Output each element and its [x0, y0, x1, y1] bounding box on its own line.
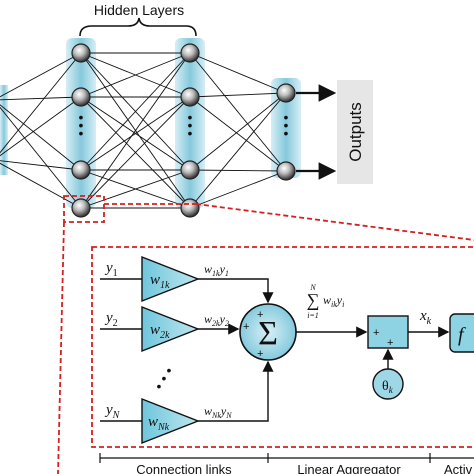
connection-line [0, 104, 82, 171]
output-layer-ellipsis-2: • [284, 117, 289, 133]
hidden-layer-2-ellipsis-2: • [188, 117, 193, 133]
connection-line [189, 92, 287, 171]
summation-lower: i=1 [307, 311, 319, 320]
network-node [180, 87, 200, 107]
activation-label: Activ [444, 462, 473, 474]
weighted-output-N: wNkyN [204, 404, 232, 420]
network-node [71, 87, 91, 107]
connection-line [0, 52, 82, 98]
weighted-output-2: w2ky2 [204, 312, 229, 328]
hidden-layer-2-ellipsis: • [188, 109, 193, 125]
weight-wNk: wNk [148, 414, 170, 433]
aggregator-plus-left: + [373, 327, 379, 339]
network-node [276, 83, 296, 103]
network-node [71, 43, 91, 63]
connection-line [80, 52, 191, 171]
outputs-label-box [337, 80, 373, 184]
input-y1: y1 [104, 260, 118, 279]
weight-w1k: w1k [150, 272, 170, 291]
network-nodes [71, 43, 296, 218]
weights-ellipsis-3: • [157, 378, 162, 394]
network-node [180, 198, 200, 218]
sum-plus-left: + [243, 321, 249, 333]
network-node [71, 160, 91, 180]
hidden-layer-1-ellipsis: • [79, 109, 84, 125]
connection-line [0, 106, 82, 209]
connection-line [189, 52, 287, 94]
bias-node [372, 368, 404, 400]
bias-label: θk [382, 379, 394, 395]
output-layer-ellipsis: • [284, 109, 289, 125]
summation-term: wikyi [323, 293, 344, 309]
input-layer-band [0, 85, 8, 175]
connection-line [0, 96, 82, 101]
connection-line [80, 169, 191, 209]
zoom-line-left [57, 221, 65, 474]
sum-plus-bottom: + [257, 348, 263, 360]
weight-triangle-1 [141, 255, 200, 303]
weights-ellipsis: • [167, 362, 172, 378]
input-y2: y2 [104, 310, 118, 329]
activation-box [449, 313, 474, 353]
aggregator-box [367, 315, 409, 349]
output-layer-band [271, 78, 301, 178]
connection-line [189, 92, 287, 98]
activation-symbol: f [458, 324, 466, 346]
connection-line [0, 96, 82, 157]
weighted-line-1 [198, 278, 274, 304]
output-xk: xk [419, 308, 432, 327]
weight-triangle-2 [141, 305, 200, 353]
hidden-layer-1-ellipsis-3: • [79, 125, 84, 141]
connection-line [80, 96, 191, 209]
linear-aggregator-label: Linear Aggregator [297, 462, 401, 474]
network-node [276, 161, 296, 181]
connection-line [80, 52, 191, 209]
connection-line [189, 96, 287, 172]
output-layer-ellipsis-3: • [284, 125, 289, 141]
zoom-source-box [63, 195, 105, 223]
weight-w2k: w2k [150, 322, 170, 341]
weight-triangle-N [141, 397, 200, 445]
summation-sigma: ∑ [307, 290, 320, 310]
hidden-layers-brace [79, 17, 197, 37]
sum-symbol: Σ [258, 315, 278, 352]
connection-line [189, 170, 287, 209]
summation-upper: N [309, 283, 316, 292]
network-node [180, 43, 200, 63]
connection-line [0, 160, 82, 171]
weighted-line-N [198, 360, 274, 422]
connection-line [0, 162, 82, 209]
outputs-label: Outputs [346, 102, 365, 162]
hidden-layer-1-ellipsis-2: • [79, 117, 84, 133]
connection-line [80, 96, 191, 171]
aggregator-plus-bottom: + [387, 337, 393, 349]
zoom-line-right [195, 203, 474, 241]
hidden-layers-label: Hidden Layers [94, 2, 184, 18]
connection-line [80, 52, 191, 98]
connection-line [0, 52, 82, 154]
network-node [180, 160, 200, 180]
network-node [71, 198, 91, 218]
connection-links-label: Connection links [136, 462, 232, 474]
weighted-output-1: w1ky1 [204, 262, 229, 278]
connection-line [189, 52, 287, 172]
input-yN: yN [104, 402, 121, 421]
weights-ellipsis-2: • [162, 370, 167, 386]
hidden-layer-2-ellipsis-3: • [188, 125, 193, 141]
sum-plus-top: + [257, 309, 263, 321]
connection-line [189, 169, 287, 172]
network-connections [0, 52, 287, 209]
connection-line [189, 92, 287, 209]
